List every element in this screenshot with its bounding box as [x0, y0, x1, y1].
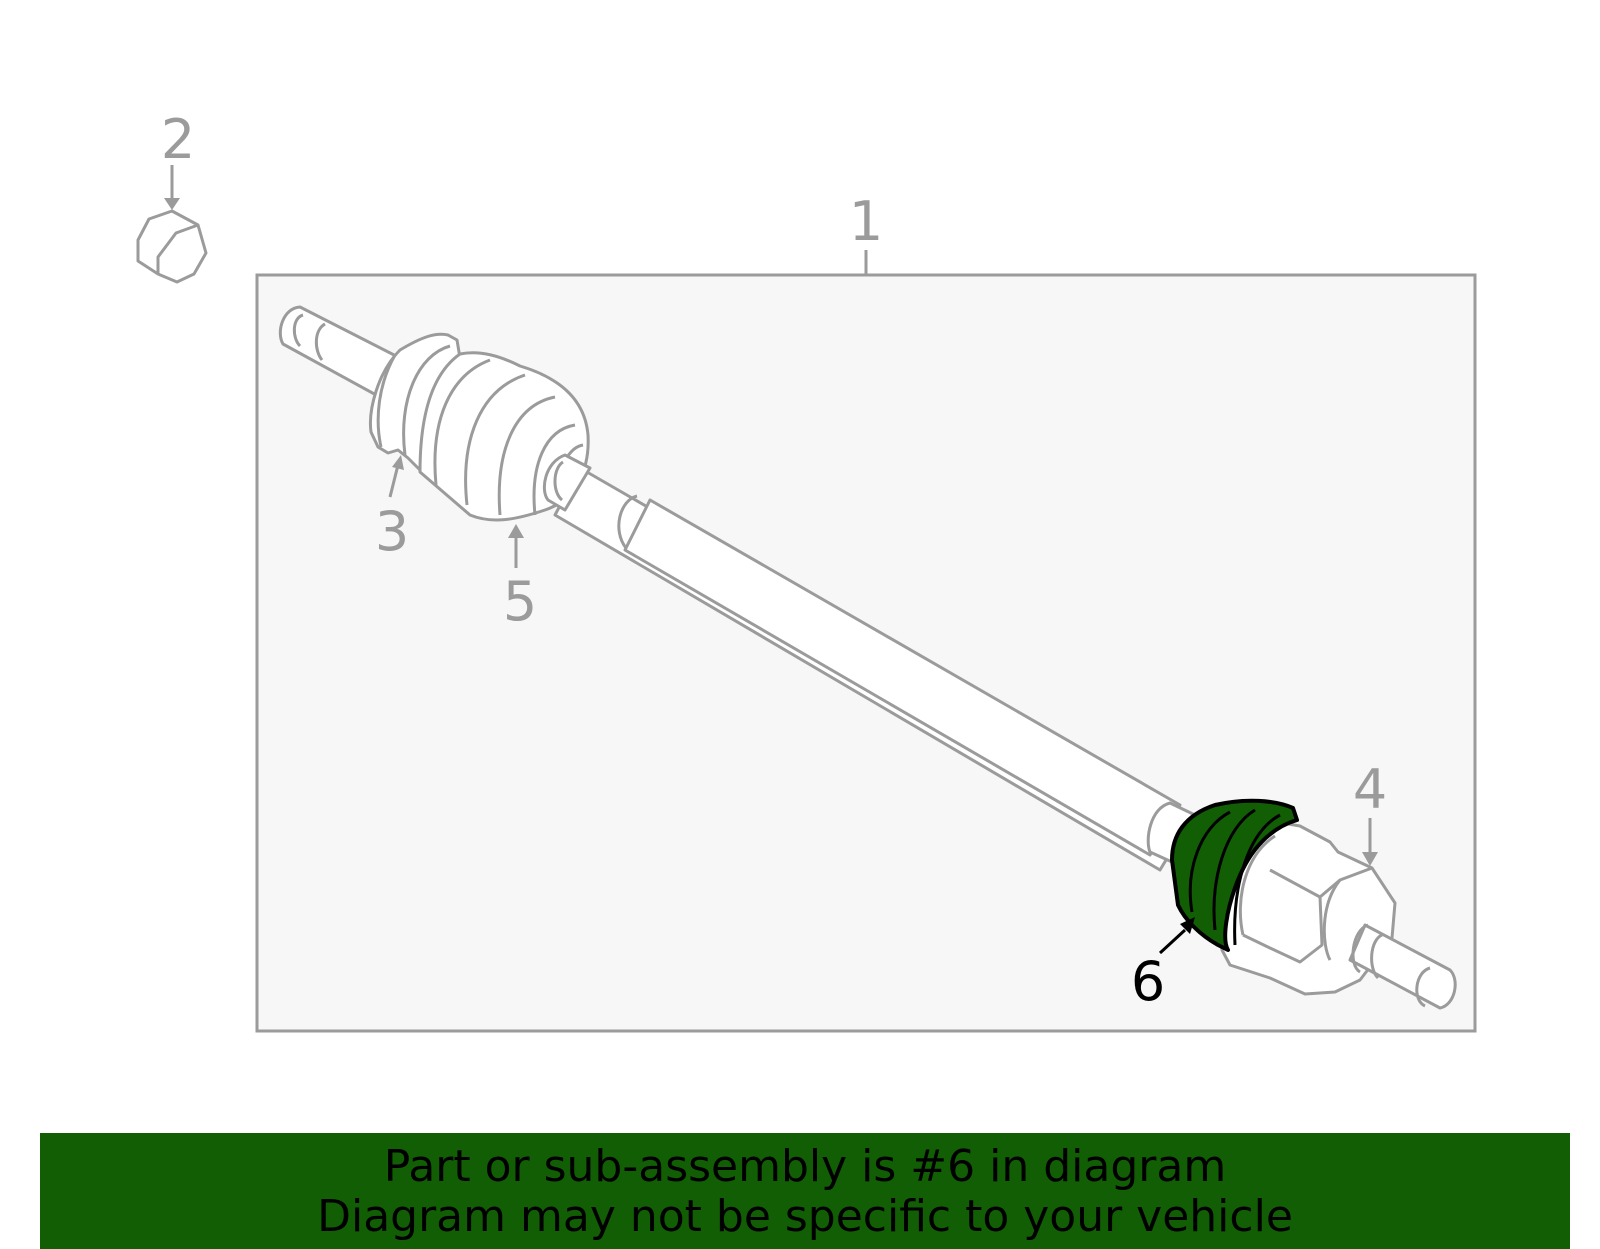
callout-2-arrowhead	[164, 198, 180, 210]
callout-6: 6	[1131, 950, 1165, 1013]
banner-line-1: Part or sub-assembly is #6 in diagram	[383, 1141, 1227, 1192]
callout-3: 3	[375, 500, 409, 563]
inner-shaft-collar	[542, 453, 592, 512]
outer-boot-highlighted	[1170, 798, 1299, 952]
callout-6-leader	[1158, 928, 1187, 955]
banner-line-2: Diagram may not be specific to your vehi…	[317, 1191, 1293, 1242]
callout-2: 2	[161, 108, 195, 171]
inner-joint-housing	[368, 332, 462, 472]
callout-4: 4	[1353, 758, 1387, 821]
inner-stub-shaft	[278, 305, 402, 398]
callout-5-arrowhead	[508, 524, 524, 538]
outer-shaft-collar	[1146, 801, 1197, 864]
callout-5: 5	[503, 570, 537, 633]
callout-6-arrowhead	[1180, 917, 1195, 934]
axle-shaft	[553, 466, 1192, 872]
callout-3-arrowhead	[392, 455, 404, 470]
axle-nut-part	[136, 209, 208, 284]
outer-joint-housing	[1216, 818, 1397, 996]
callout-1: 1	[849, 190, 883, 253]
callout-3-leader	[388, 464, 400, 498]
callout-4-arrowhead	[1362, 852, 1378, 866]
info-banner: Part or sub-assembly is #6 in diagram Di…	[40, 1133, 1570, 1249]
outer-stub-shaft	[1348, 923, 1457, 1010]
